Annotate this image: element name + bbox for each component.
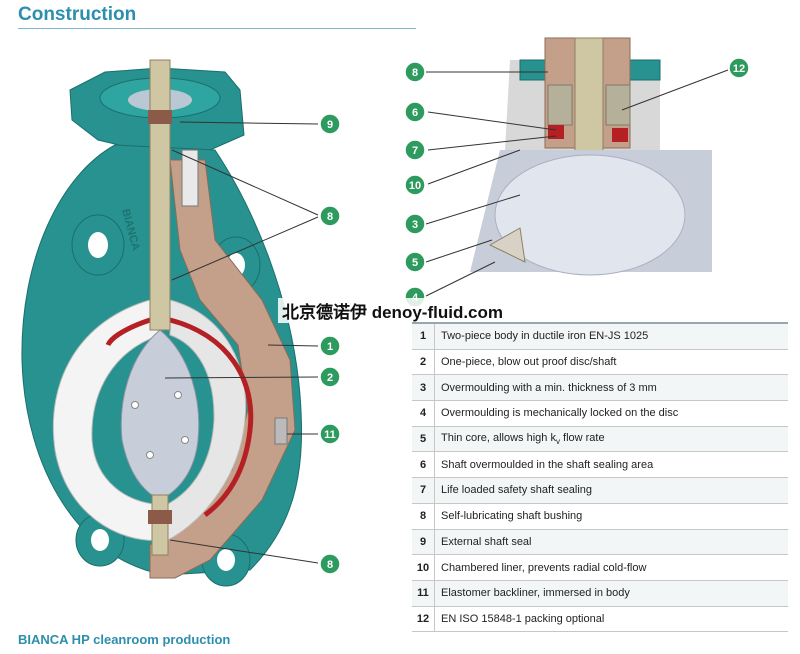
legend-number: 11 <box>412 579 435 607</box>
legend-description: Overmoulding with a min. thickness of 3 … <box>434 374 788 401</box>
callout-1: 1 <box>319 335 341 357</box>
legend-description: Overmoulding is mechanically locked on t… <box>434 400 788 427</box>
legend-text: Thin core, allows high <box>441 432 548 444</box>
legend-description: External shaft seal <box>434 528 788 555</box>
callout-detail-5: 5 <box>404 251 426 273</box>
svg-text:8: 8 <box>327 211 333 223</box>
legend-description: Two-piece body in ductile iron EN-JS 102… <box>434 321 788 350</box>
legend-number: 12 <box>412 605 435 633</box>
legend-suffix: flow rate <box>559 432 605 444</box>
svg-text:8: 8 <box>327 559 333 571</box>
legend-number: 9 <box>412 528 435 555</box>
legend-number: 2 <box>412 348 435 375</box>
svg-text:3: 3 <box>412 219 418 231</box>
callout-detail-3: 3 <box>404 213 426 235</box>
legend-number: 10 <box>412 554 435 581</box>
watermark: 北京德诺伊 denoy-fluid.com <box>278 298 507 323</box>
legend-number: 5 <box>412 425 435 452</box>
callout-detail-8: 8 <box>404 61 426 83</box>
callout-8-lower: 8 <box>319 553 341 575</box>
valve-detail-cutaway <box>470 37 712 276</box>
svg-text:8: 8 <box>412 67 418 79</box>
svg-text:7: 7 <box>412 145 418 157</box>
page-title: Construction <box>18 4 137 25</box>
callout-detail-10: 10 <box>404 174 426 196</box>
leader-lines <box>164 69 729 564</box>
figure-caption: BIANCA HP cleanroom production <box>18 632 231 647</box>
callout-9: 9 <box>319 113 341 135</box>
valve-main-cutaway: BIANCA <box>21 59 303 587</box>
callout-detail-12: 12 <box>728 57 750 79</box>
legend-description: Thin core, allows high kv flow rate <box>434 425 788 452</box>
legend-description: Shaft overmoulded in the shaft sealing a… <box>434 451 788 478</box>
legend-description: One-piece, blow out proof disc/shaft <box>434 348 788 375</box>
legend-number: 8 <box>412 502 435 529</box>
legend-symbol: k <box>550 432 556 444</box>
callout-2: 2 <box>319 366 341 388</box>
title-divider <box>18 28 416 29</box>
callout-11: 11 <box>319 423 341 445</box>
legend-description: Chambered liner, prevents radial cold-fl… <box>434 554 788 581</box>
legend-description: Life loaded safety shaft sealing <box>434 477 788 504</box>
legend-number: 4 <box>412 400 435 427</box>
svg-text:2: 2 <box>327 372 333 384</box>
legend-number: 3 <box>412 374 435 401</box>
legend-number: 6 <box>412 451 435 478</box>
svg-text:9: 9 <box>327 119 333 131</box>
callout-8-upper: 8 <box>319 205 341 227</box>
callout-detail-6: 6 <box>404 101 426 123</box>
svg-text:10: 10 <box>409 180 421 192</box>
legend-description: EN ISO 15848-1 packing optional <box>434 605 788 633</box>
legend-number: 7 <box>412 477 435 504</box>
legend-description: Elastomer backliner, immersed in body <box>434 579 788 607</box>
svg-text:6: 6 <box>412 107 418 119</box>
legend-description: Self-lubricating shaft bushing <box>434 502 788 529</box>
legend-number: 1 <box>412 321 435 350</box>
svg-text:11: 11 <box>324 429 336 441</box>
svg-text:12: 12 <box>733 63 745 75</box>
callout-detail-7: 7 <box>404 139 426 161</box>
svg-text:5: 5 <box>412 257 418 269</box>
svg-text:1: 1 <box>327 341 333 353</box>
legend-subscript: v <box>555 437 560 447</box>
